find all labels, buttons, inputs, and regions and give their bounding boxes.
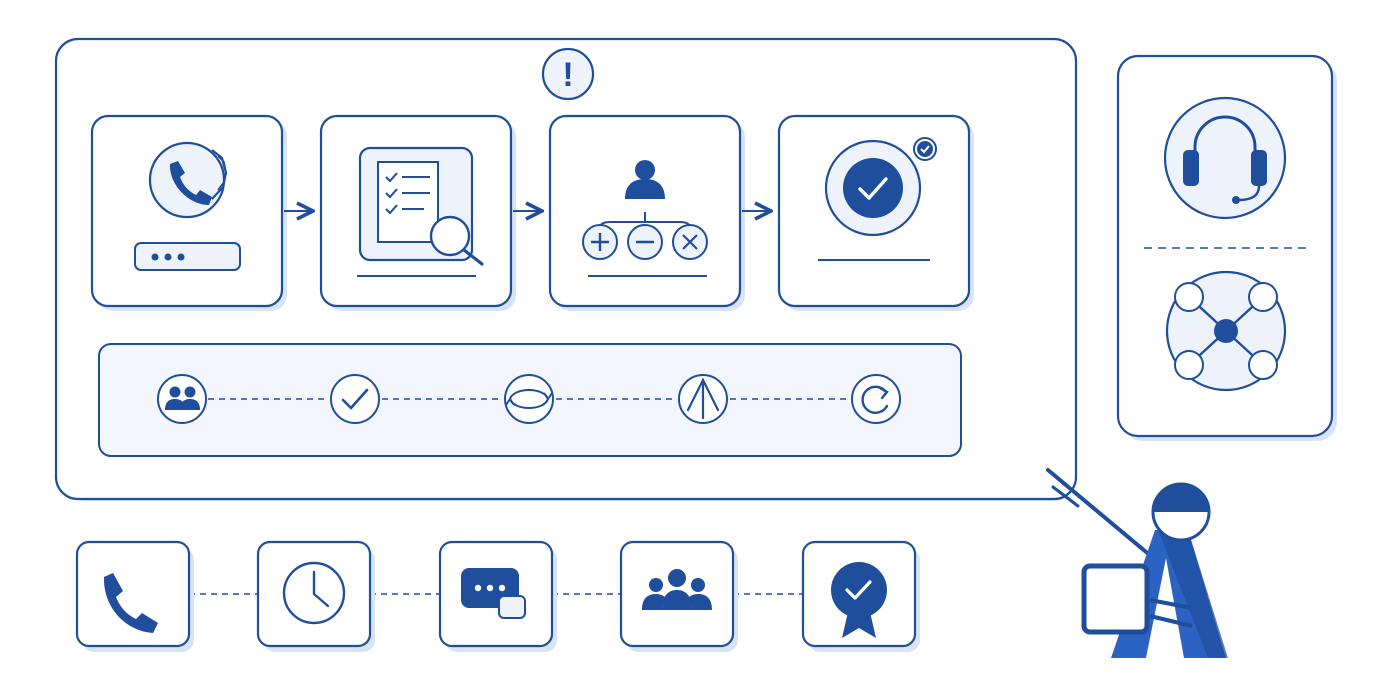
- refresh-icon: [861, 385, 889, 414]
- process-flow: [90, 114, 974, 311]
- chat-icon: [461, 568, 526, 619]
- network-hub-icon[interactable]: [1165, 270, 1287, 392]
- bottom-row: [75, 540, 920, 652]
- phone-icon: [103, 573, 158, 633]
- bottom-card-badge[interactable]: [801, 540, 920, 652]
- arrow-up-icon: [686, 377, 720, 420]
- input-field[interactable]: [134, 242, 241, 271]
- bottom-card-clock[interactable]: [256, 540, 375, 652]
- headset-icon[interactable]: [1163, 96, 1287, 220]
- presenter-figure-icon: [1046, 468, 1228, 658]
- timeline-strip: [98, 343, 962, 457]
- loop-icon: [505, 389, 553, 409]
- timeline-node-loop[interactable]: [504, 374, 554, 424]
- team-icon: [642, 569, 712, 610]
- checkmark-icon: [341, 388, 369, 410]
- bottom-card-chat[interactable]: [438, 540, 557, 652]
- timeline-node-refresh[interactable]: [851, 374, 901, 424]
- exclamation-icon: !: [562, 56, 573, 94]
- bottom-card-phone[interactable]: [75, 540, 194, 652]
- step-card-phone-contact[interactable]: [90, 114, 287, 311]
- timeline-node-check[interactable]: [330, 374, 380, 424]
- bottom-card-team[interactable]: [619, 540, 738, 652]
- person-plus-minus-times-icon: [582, 160, 708, 260]
- step-card-checklist-review[interactable]: [319, 114, 516, 311]
- phone-speech-bubble-icon: [148, 141, 228, 219]
- clock-icon: [282, 561, 346, 625]
- step-card-resolution[interactable]: [777, 114, 974, 311]
- check-circle-icon: [824, 139, 922, 237]
- step-card-decision-options[interactable]: [548, 114, 745, 311]
- small-check-badge-icon: [913, 137, 937, 161]
- group-icon: [165, 386, 200, 410]
- timeline-node-group[interactable]: [157, 374, 207, 424]
- timeline-node-up[interactable]: [678, 374, 728, 424]
- pointer-stick: [1046, 468, 1160, 564]
- checklist-magnifier-icon: [358, 146, 484, 266]
- badge-check-icon: [831, 562, 887, 638]
- side-panel: [1116, 54, 1337, 441]
- alert-badge[interactable]: !: [541, 47, 595, 101]
